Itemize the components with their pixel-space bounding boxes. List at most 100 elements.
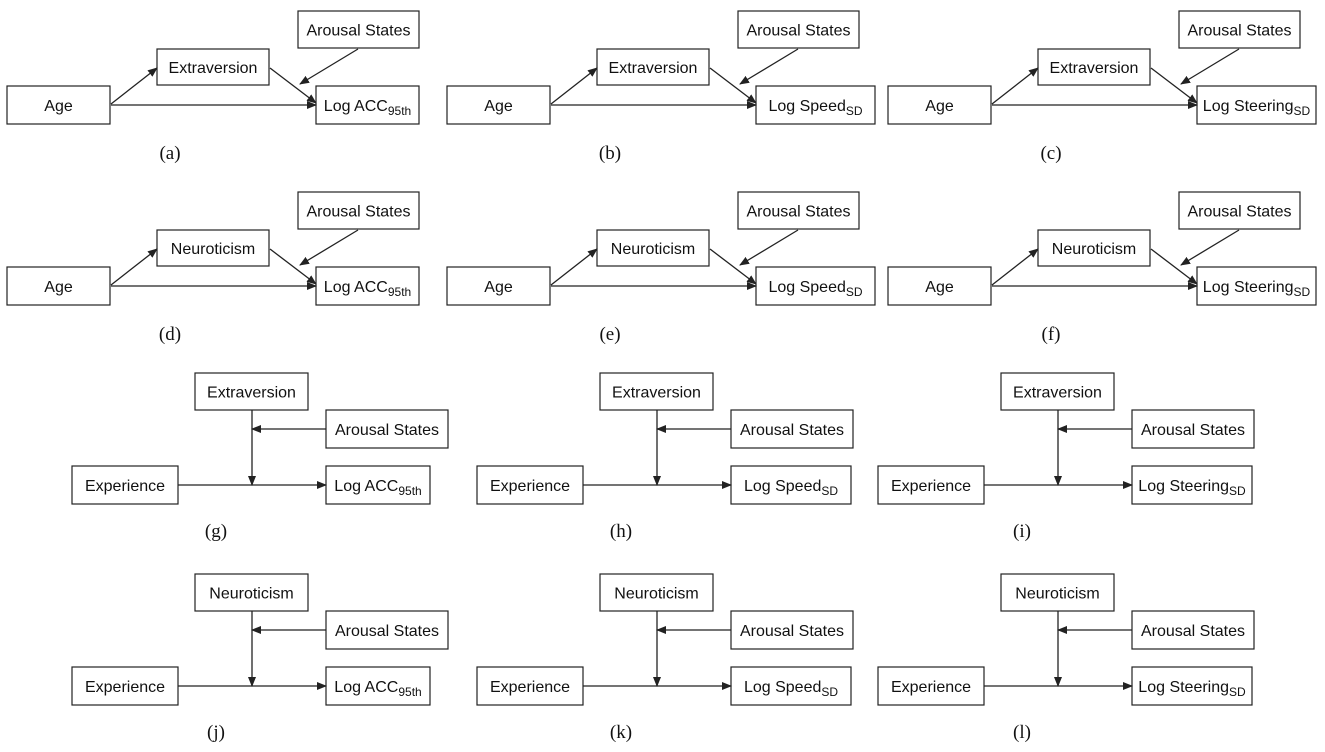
moderator-box-label: Arousal States	[746, 204, 850, 221]
outcome-box-border	[730, 465, 852, 505]
moderator-box-label: Arousal States	[740, 623, 844, 640]
moderator-box: Arousal States	[325, 610, 449, 650]
mediator-box-label: Extraversion	[1050, 60, 1139, 77]
a-path-arrow	[110, 67, 158, 105]
predictor-box-label: Experience	[891, 478, 971, 495]
mediator-box-text: Neuroticism	[171, 241, 255, 258]
outcome-box-subscript: 95th	[398, 685, 421, 699]
predictor-box: Experience	[71, 465, 179, 505]
mediator-box-text: Neuroticism	[611, 241, 695, 258]
moderator-box-label: Arousal States	[1141, 623, 1245, 640]
outcome-box-label: Log SteeringSD	[1138, 679, 1246, 699]
moderation-arrow	[739, 48, 799, 85]
outcome-box-border	[325, 465, 431, 505]
predictor-box-border	[877, 666, 985, 706]
mediator-box-label: Extraversion	[169, 60, 258, 77]
mediator-box-label: Neuroticism	[1052, 241, 1136, 258]
predictor-box-text: Experience	[85, 679, 165, 696]
predictor-box-label: Age	[925, 98, 954, 115]
mediator-box-label: Extraversion	[609, 60, 698, 77]
outcome-box-text: Log Steering	[1203, 98, 1294, 115]
outcome-box-text: Log Steering	[1203, 279, 1294, 296]
mediator-box: Neuroticism	[1037, 229, 1151, 267]
moderator-box-text: Arousal States	[746, 23, 850, 40]
outcome-box-label: Log SteeringSD	[1138, 478, 1246, 498]
predictor-box-label: Age	[44, 98, 73, 115]
predictor-box-border	[446, 266, 551, 306]
predictor-box-text: Age	[484, 279, 513, 296]
moderator-box-border	[730, 409, 854, 449]
mediator-box-border	[1000, 372, 1115, 411]
a-path-arrow	[550, 67, 598, 105]
moderator-box-text: Arousal States	[1141, 623, 1245, 640]
outcome-box-text: Log Speed	[744, 478, 821, 495]
panel-caption: (f)	[1042, 324, 1061, 345]
moderator-box-border	[1178, 191, 1301, 230]
panel-caption: (b)	[599, 143, 621, 164]
predictor-box-border	[446, 85, 551, 125]
mediator-box-border	[194, 372, 309, 411]
panel-caption: (l)	[1013, 722, 1031, 743]
outcome-box: Log SteeringSD	[1131, 666, 1253, 706]
predictor-box: Experience	[476, 666, 584, 706]
moderator-box-label: Arousal States	[335, 422, 439, 439]
predictor-box-text: Experience	[85, 478, 165, 495]
predictor-box-label: Age	[484, 98, 513, 115]
outcome-box-subscript: 95th	[388, 285, 411, 299]
mediator-box-border	[599, 372, 714, 411]
mediator-box-label: Extraversion	[1013, 385, 1102, 402]
mediator-box: Extraversion	[596, 48, 710, 86]
mediator-box-border	[156, 48, 270, 86]
mediator-box-text: Extraversion	[612, 385, 701, 402]
moderator-box-text: Arousal States	[1187, 204, 1291, 221]
outcome-box-label: Log SpeedSD	[744, 679, 838, 699]
moderator-box: Arousal States	[730, 610, 854, 650]
moderator-box-label: Arousal States	[1187, 23, 1291, 40]
mediator-box-text: Extraversion	[1050, 60, 1139, 77]
outcome-box-label: Log ACC95th	[324, 279, 411, 299]
mediator-box-label: Extraversion	[207, 385, 296, 402]
outcome-box-subscript: 95th	[398, 484, 421, 498]
moderator-box: Arousal States	[737, 191, 860, 230]
moderator-box-border	[737, 10, 860, 49]
moderator-box-border	[1131, 409, 1255, 449]
mediator-box-label: Extraversion	[612, 385, 701, 402]
predictor-box-label: Age	[484, 279, 513, 296]
mediator-box-label: Neuroticism	[614, 586, 698, 603]
moderator-box-border	[1131, 610, 1255, 650]
predictor-box-label: Age	[925, 279, 954, 296]
a-path-arrow	[991, 67, 1039, 105]
moderator-box-text: Arousal States	[335, 623, 439, 640]
moderator-box: Arousal States	[1131, 610, 1255, 650]
mediator-box-label: Neuroticism	[171, 241, 255, 258]
moderator-box-text: Arousal States	[746, 204, 850, 221]
outcome-box-subscript: SD	[846, 104, 863, 118]
moderator-box-text: Arousal States	[1141, 422, 1245, 439]
outcome-box: Log ACC95th	[315, 266, 420, 306]
outcome-box-border	[315, 266, 420, 306]
mediator-box: Extraversion	[194, 372, 309, 411]
moderation-arrow	[739, 229, 799, 266]
mediator-box-text: Neuroticism	[209, 586, 293, 603]
outcome-box-text: Log Steering	[1138, 679, 1229, 696]
predictor-box-label: Experience	[85, 478, 165, 495]
predictor-box-text: Age	[484, 98, 513, 115]
mediator-box-text: Neuroticism	[614, 586, 698, 603]
mediator-box-label: Neuroticism	[1015, 586, 1099, 603]
mediator-box: Extraversion	[599, 372, 714, 411]
mediator-box-border	[596, 48, 710, 86]
moderator-box: Arousal States	[1178, 191, 1301, 230]
mediator-box-text: Extraversion	[169, 60, 258, 77]
outcome-box-subscript: SD	[846, 285, 863, 299]
outcome-box: Log SteeringSD	[1196, 266, 1317, 306]
outcome-box-label: Log SteeringSD	[1203, 279, 1311, 299]
moderation-arrow	[299, 48, 359, 85]
predictor-box-text: Experience	[891, 679, 971, 696]
